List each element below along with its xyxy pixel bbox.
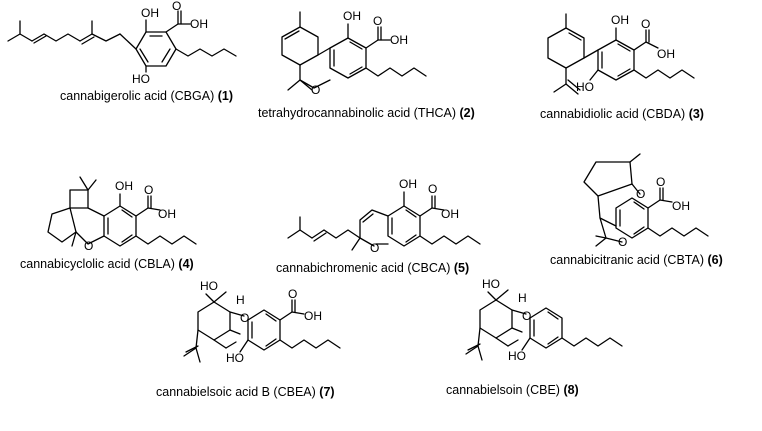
svg-text:OH: OH bbox=[304, 309, 322, 323]
svg-text:OH: OH bbox=[158, 207, 176, 221]
bonds-cbla bbox=[47, 176, 197, 247]
caption-cbe: cannabielsoin (CBE) (8) bbox=[446, 383, 579, 397]
svg-text:O: O bbox=[641, 17, 650, 31]
bonds-cbda bbox=[547, 13, 695, 95]
structure-thca: OH O OH O tetrahydrocannabinolic acid (T… bbox=[258, 9, 475, 120]
svg-text:O: O bbox=[172, 0, 181, 13]
caption-cbea: cannabielsoic acid B (CBEA) (7) bbox=[156, 385, 335, 399]
svg-text:O: O bbox=[522, 309, 531, 323]
svg-text:O: O bbox=[288, 287, 297, 301]
svg-text:H: H bbox=[518, 291, 527, 305]
svg-text:O: O bbox=[618, 235, 627, 249]
svg-text:HO: HO bbox=[132, 72, 150, 86]
bonds-cbea bbox=[183, 291, 341, 363]
svg-text:O: O bbox=[373, 14, 382, 28]
caption-cbca: cannabichromenic acid (CBCA) (5) bbox=[276, 261, 469, 275]
svg-text:OH: OH bbox=[141, 6, 159, 20]
caption-cbla: cannabicyclolic acid (CBLA) (4) bbox=[20, 257, 194, 271]
svg-text:OH: OH bbox=[657, 47, 675, 61]
bonds-cbta bbox=[583, 153, 709, 247]
caption-cbda: cannabidiolic acid (CBDA) (3) bbox=[540, 107, 704, 121]
svg-text:HO: HO bbox=[576, 80, 594, 94]
svg-text:O: O bbox=[656, 175, 665, 189]
svg-text:HO: HO bbox=[482, 277, 500, 291]
svg-text:OH: OH bbox=[115, 179, 133, 193]
svg-text:HO: HO bbox=[226, 351, 244, 365]
bonds-cbga bbox=[7, 10, 237, 73]
caption-thca: tetrahydrocannabinolic acid (THCA) (2) bbox=[258, 106, 475, 120]
svg-text:O: O bbox=[84, 239, 93, 253]
svg-text:OH: OH bbox=[190, 17, 208, 31]
bonds-cbca bbox=[287, 191, 481, 251]
bonds-cbe bbox=[465, 289, 623, 361]
svg-text:OH: OH bbox=[441, 207, 459, 221]
structure-cbla: OH O OH O cannabicyclolic acid (CBLA) (4… bbox=[20, 176, 197, 271]
structure-cbga: OH O OH HO cannabigerolic acid (CBGA) (1… bbox=[7, 0, 237, 103]
structure-cbca: OH O OH O cannabichromenic acid (CBCA) (… bbox=[276, 177, 481, 275]
svg-text:O: O bbox=[636, 187, 645, 201]
svg-text:HO: HO bbox=[200, 279, 218, 293]
structure-cbta: O O OH O cannabicitranic acid (CBTA) (6) bbox=[550, 153, 723, 267]
svg-text:O: O bbox=[240, 311, 249, 325]
caption-cbga: cannabigerolic acid (CBGA) (1) bbox=[60, 89, 233, 103]
svg-text:O: O bbox=[370, 241, 379, 255]
svg-text:O: O bbox=[428, 182, 437, 196]
structure-cbe: HO H O HO cannabielsoin (CBE) (8) bbox=[446, 277, 623, 397]
structure-cbea: HO H O O OH HO cannabielsoic acid B (CBE… bbox=[156, 279, 341, 399]
svg-text:O: O bbox=[311, 83, 320, 97]
svg-text:O: O bbox=[144, 183, 153, 197]
svg-text:OH: OH bbox=[343, 9, 361, 23]
svg-text:HO: HO bbox=[508, 349, 526, 363]
bonds-thca bbox=[281, 11, 427, 91]
svg-text:OH: OH bbox=[672, 199, 690, 213]
svg-text:OH: OH bbox=[399, 177, 417, 191]
svg-text:H: H bbox=[236, 293, 245, 307]
svg-text:OH: OH bbox=[390, 33, 408, 47]
caption-cbta: cannabicitranic acid (CBTA) (6) bbox=[550, 253, 723, 267]
svg-text:OH: OH bbox=[611, 13, 629, 27]
structure-cbda: OH O OH HO cannabidiolic acid (CBDA) (3) bbox=[540, 13, 704, 121]
